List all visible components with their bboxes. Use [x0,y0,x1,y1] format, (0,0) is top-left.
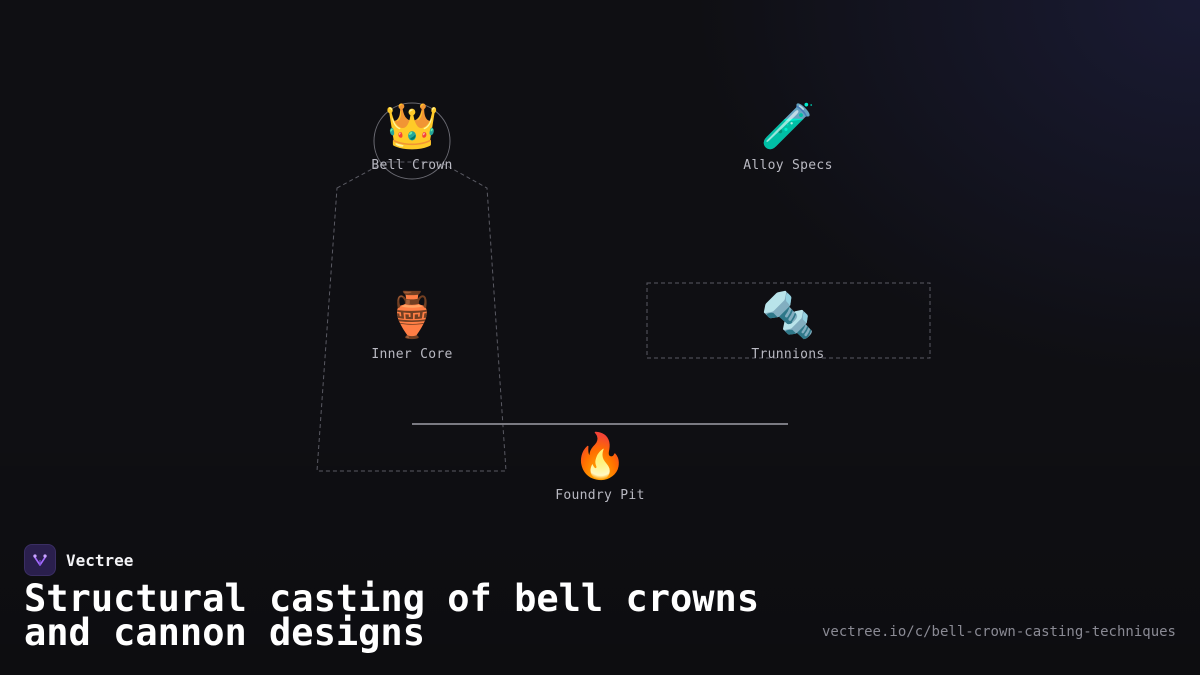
fire-icon: 🔥 [572,431,628,482]
crown-ring [373,102,451,180]
node-foundry-pit[interactable]: 🔥 Foundry Pit [520,431,680,504]
page-title: Structural casting of bell crowns and ca… [24,580,784,651]
brand-name: Vectree [66,550,134,570]
bell-outline [316,161,507,472]
brand[interactable]: Vectree [24,544,133,576]
node-label: Trunnions [751,347,825,362]
node-trunnions[interactable]: 🔩 Trunnions [708,290,868,363]
amphora-icon: 🏺 [384,290,440,341]
nut-and-bolt-icon: 🔩 [760,290,816,341]
title-line-2: and cannon designs [24,611,425,654]
crown-icon: 👑 [384,101,440,152]
title-line-1: Structural casting of bell crowns [24,577,760,620]
node-bell-crown[interactable]: 👑 Bell Crown [332,101,492,174]
node-inner-core[interactable]: 🏺 Inner Core [332,290,492,363]
trunnions-frame [646,282,931,359]
node-alloy-specs[interactable]: 🧪 Alloy Specs [708,101,868,174]
node-label: Bell Crown [371,158,453,173]
vectree-logo-icon [24,544,56,576]
node-label: Alloy Specs [743,158,833,173]
node-label: Inner Core [371,347,453,362]
node-label: Foundry Pit [555,488,645,503]
test-tube-icon: 🧪 [760,101,816,152]
page-url[interactable]: vectree.io/c/bell-crown-casting-techniqu… [821,624,1176,640]
